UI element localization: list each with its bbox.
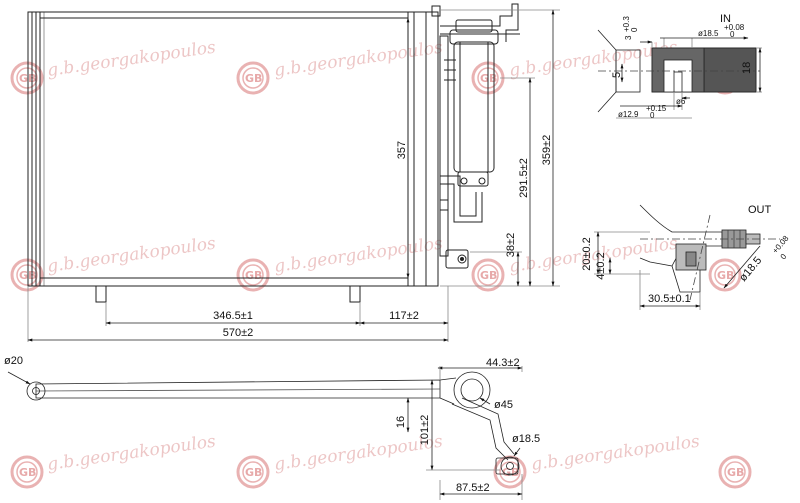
watermark-text: g.b.georgakopoulos	[46, 233, 217, 276]
bracket-side-view	[7, 366, 523, 500]
dim-in-top-small-tol-upper: +0.3	[622, 16, 631, 32]
dim-side-16: 16	[395, 416, 407, 428]
svg-text:GB: GB	[717, 269, 734, 282]
watermark-logo: GB	[708, 258, 742, 292]
svg-text:GB: GB	[480, 72, 497, 85]
dim-side-101: 101±2	[419, 415, 431, 446]
dim-total-width: 570±2	[223, 327, 254, 339]
dim-out-dia-tol-lower: 0	[779, 252, 789, 262]
watermark-logo: GB	[236, 258, 270, 292]
dim-in-top-small-tol-lower: 0	[630, 27, 639, 32]
dim-in-dia-top: ø18.5	[698, 29, 719, 38]
watermark-text: g.b.georgakopoulos	[273, 233, 444, 276]
watermark-logo: GB	[236, 61, 270, 95]
watermark-logo: GB	[236, 455, 270, 489]
dim-in-dia-bottom-tol-upper: +0.15	[646, 104, 667, 113]
receiver-drier-assembly	[439, 3, 520, 269]
main-dimensions	[27, 9, 560, 342]
dim-out-width: 30.5±0.1	[648, 293, 691, 305]
watermark-text: g.b.georgakopoulos	[530, 431, 701, 474]
dim-in-side: 18	[741, 62, 753, 74]
left-header-tank	[27, 11, 41, 287]
svg-text:GB: GB	[245, 72, 262, 85]
dim-side-dia-top: ø45	[494, 399, 513, 411]
dim-total-height: 359±2	[541, 135, 553, 166]
svg-text:GB: GB	[19, 466, 36, 479]
detail-out	[594, 204, 780, 310]
dim-in-dia-bottom: ø12.9	[618, 110, 639, 119]
dim-side-dia-bottom: ø18.5	[512, 433, 540, 445]
dim-right-width: 117±2	[389, 310, 419, 322]
detail-in-title: IN	[720, 13, 731, 25]
svg-text:GB: GB	[245, 466, 262, 479]
watermark-logo: GB	[10, 455, 44, 489]
svg-text:GB: GB	[727, 466, 744, 479]
dim-in-dia-bottom-tol-lower: 0	[650, 111, 655, 120]
watermark-logo: GB	[471, 258, 505, 292]
dim-out-height2: 4±0.2	[595, 252, 607, 279]
watermark-text: g.b.georgakopoulos	[508, 233, 679, 276]
bracket-left-eye	[26, 381, 46, 401]
dim-out-dia: ø18.5	[737, 255, 764, 284]
watermark-text: g.b.georgakopoulos	[46, 431, 217, 474]
dim-core-height: 357	[396, 141, 408, 159]
dim-in-dia-top-tol-lower: 0	[730, 30, 735, 39]
dim-in-dia-top-tol-upper: +0.08	[724, 23, 745, 32]
bracket-bottom-eye	[500, 456, 520, 476]
svg-text:GB: GB	[480, 269, 497, 282]
dim-in-top-small: 3	[624, 35, 633, 40]
detail-out-title: OUT	[748, 204, 772, 216]
dim-side-875: 87.5±2	[456, 482, 490, 494]
dim-filter-height: 291.5±2	[518, 158, 530, 198]
watermark-text: g.b.georgakopoulos	[46, 37, 217, 80]
svg-text:GB: GB	[245, 269, 262, 282]
mounting-tab-left	[95, 285, 107, 303]
svg-text:GB: GB	[502, 466, 519, 479]
detail-in	[597, 29, 762, 119]
watermark-text: g.b.georgakopoulos	[273, 37, 444, 80]
dim-bracket-height: 38±2	[505, 233, 517, 257]
dim-out-height1: 20±0.2	[581, 237, 593, 271]
dim-side-offset: 44.3±2	[486, 357, 520, 369]
watermark-layer: GB g.b.georgakopoulos GB g.b.georgakopou…	[10, 37, 752, 489]
watermark-logo: GB	[10, 61, 44, 95]
mounting-tab-top	[431, 5, 441, 17]
mounting-tab-right	[349, 285, 361, 303]
lower-bracket	[445, 249, 469, 269]
dim-in-left: 5	[611, 72, 623, 78]
bracket-ring	[453, 371, 491, 409]
dim-side-dia-left: ø20	[4, 355, 23, 367]
watermark-logo: GB	[718, 455, 752, 489]
dim-in-dia-inner: ø6	[676, 97, 686, 106]
watermark-logo: GB	[471, 61, 505, 95]
watermark-logo: GB	[493, 455, 527, 489]
dim-left-width: 346.5±1	[213, 310, 253, 322]
